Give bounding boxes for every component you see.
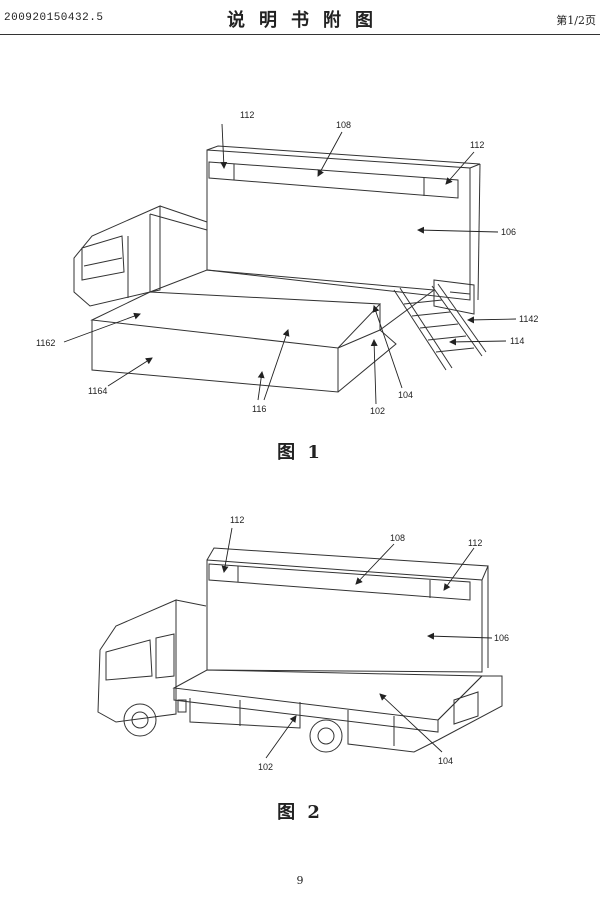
extended-stage (90, 291, 382, 349)
label-108-2: 108 (390, 533, 405, 543)
rear-wheel (309, 719, 343, 753)
page-title: 说明书附图 (227, 10, 387, 31)
label-104: 104 (398, 390, 413, 400)
stairs (393, 283, 487, 371)
label-116: 116 (252, 404, 266, 414)
label-102: 102 (370, 406, 385, 416)
figure-2-caption: 图 2 (277, 802, 323, 823)
light-strip-2 (208, 563, 471, 601)
label-106: 106 (501, 227, 516, 237)
truck-cab (73, 205, 161, 307)
label-102-2: 102 (258, 762, 273, 772)
figure-1-caption: 图 1 (277, 442, 323, 463)
figure-1-leaders (63, 123, 517, 405)
figure-1-labels: 112 108 112 106 1142 114 1162 1164 116 1… (36, 110, 538, 416)
label-108: 108 (336, 120, 351, 130)
light-strip (208, 161, 459, 199)
label-106-2: 106 (494, 633, 509, 643)
truck-cab-2 (97, 599, 177, 723)
page-indicator: 第1/2页 (556, 14, 596, 27)
label-112-left: 112 (240, 110, 254, 120)
label-1162: 1162 (36, 338, 55, 348)
label-112-right-2: 112 (468, 538, 482, 548)
label-104-2: 104 (438, 756, 453, 766)
label-112-right: 112 (470, 140, 484, 150)
front-wheel (123, 703, 157, 737)
figure-2-drawing (97, 547, 503, 753)
header-divider (0, 34, 600, 35)
application-number: 200920150432.5 (4, 12, 104, 24)
label-1164: 1164 (88, 386, 107, 396)
page-number: 9 (296, 874, 304, 887)
stage-floor (149, 269, 436, 331)
figure-1-drawing (73, 145, 487, 393)
label-114: 114 (510, 336, 524, 346)
figure-2-labels: 112 108 112 106 102 104 (230, 515, 509, 772)
display-screen-box-2 (206, 559, 483, 673)
label-112-left-2: 112 (230, 515, 244, 525)
display-screen-box (206, 149, 471, 301)
truck-deck (172, 669, 484, 721)
label-1142: 1142 (519, 314, 538, 324)
figure-2-leaders (221, 527, 493, 759)
